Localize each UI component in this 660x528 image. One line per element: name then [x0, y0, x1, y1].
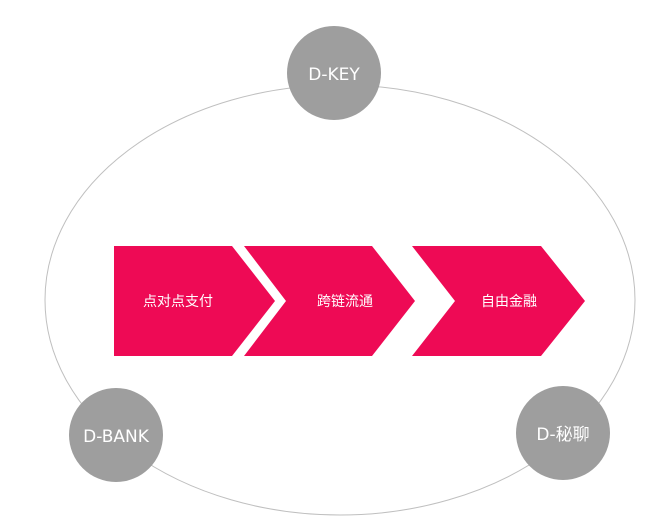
process-step-2: 跨链流通: [244, 246, 415, 356]
node-d-bank: D-BANK: [69, 388, 163, 482]
node-d-bank-circle: [69, 388, 163, 482]
process-step-1: 点对点支付: [114, 246, 275, 356]
step-3-arrow-shape: [412, 246, 585, 356]
step-2-arrow-shape: [244, 246, 415, 356]
process-flow: 点对点支付 跨链流通 自由金融: [114, 246, 585, 356]
node-d-key-circle: [287, 26, 381, 120]
step-1-arrow-shape: [114, 246, 275, 356]
step-2-label: 跨链流通: [317, 294, 373, 310]
node-d-chat-circle: [516, 386, 610, 480]
step-1-label: 点对点支付: [143, 294, 213, 310]
step-3-label: 自由金融: [481, 294, 537, 310]
node-d-chat-label: D-秘聊: [536, 425, 589, 445]
node-d-chat: D-秘聊: [516, 386, 610, 480]
node-d-bank-label: D-BANK: [83, 427, 150, 447]
process-step-3: 自由金融: [412, 246, 585, 356]
node-d-key-label: D-KEY: [308, 65, 360, 85]
node-d-key: D-KEY: [287, 26, 381, 120]
